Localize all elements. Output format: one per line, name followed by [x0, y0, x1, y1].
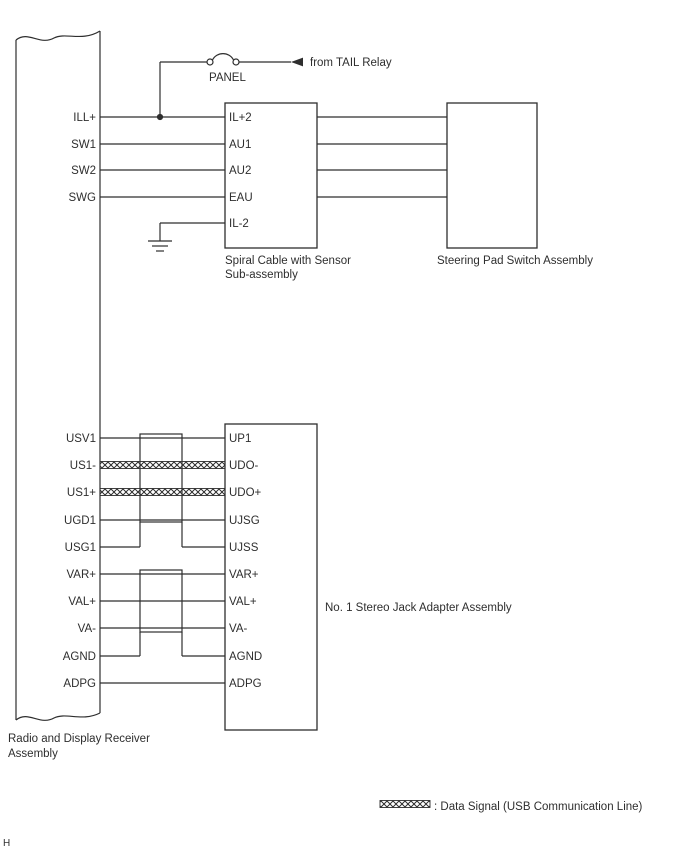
steering-pad-box [446, 102, 538, 249]
rail-pin-label-ill: ILL+ [73, 112, 96, 124]
usb-data-wire-us1m-udom [99, 461, 226, 469]
stereo-jack-assembly: UP1 UDO- UDO+ UJSG UJSS VAR+ VAL+ VA- AG… [224, 423, 512, 731]
jack-pin-udop: UDO+ [229, 487, 262, 499]
spiral-pin-il2: IL+2 [229, 112, 252, 124]
shield-icon [139, 569, 183, 633]
data-signal-swatch-icon [379, 800, 431, 808]
steering-pad-assembly: Steering Pad Switch Assembly [437, 102, 593, 267]
fuse-label: PANEL [209, 72, 246, 84]
rail-pin-label-usv1: USV1 [66, 433, 96, 445]
spiral-pin-il-2: IL-2 [229, 218, 249, 230]
jack-pin-varp: VAR+ [229, 569, 259, 581]
rail-top-pin-labels: ILL+ SW1 SW2 SWG [69, 112, 97, 204]
radio-receiver-rail: Radio and Display Receiver Assembly [8, 30, 150, 760]
rail-pin-label-ugd1: UGD1 [64, 515, 96, 527]
page-marker: H [3, 838, 10, 849]
data-signal-label: : Data Signal (USB Communication Line) [434, 801, 643, 813]
jack-pin-up1: UP1 [229, 433, 251, 445]
jack-pin-valp: VAL+ [229, 596, 257, 608]
rail-top-break-line [15, 30, 101, 41]
jack-pin-agnd: AGND [229, 651, 262, 663]
ground-connection [148, 222, 225, 252]
rail-pin-label-adpg: ADPG [63, 678, 96, 690]
stereo-jack-box [224, 423, 318, 731]
spiral-cable-caption-line2: Sub-assembly [225, 269, 298, 281]
power-source-label: from TAIL Relay [310, 57, 392, 69]
rail-pin-label-us1m: US1- [70, 460, 96, 472]
fuse-icon [232, 58, 240, 66]
spiral-cable-box [224, 102, 318, 249]
spiral-pin-au1: AU1 [229, 139, 251, 151]
rail-bottom-break-line [15, 712, 101, 721]
spiral-cable-caption-line1: Spiral Cable with Sensor [225, 255, 351, 267]
shield-icon [139, 433, 183, 523]
bottom-section-wires [99, 433, 226, 684]
jack-pin-adpg: ADPG [229, 678, 262, 690]
rail-bottom-pin-labels: USV1 US1- US1+ UGD1 USG1 VAR+ VAL+ VA- A… [63, 433, 97, 690]
rail-pin-label-agnd: AGND [63, 651, 96, 663]
power-feed: PANEL from TAIL Relay [156, 53, 392, 121]
rail-pin-label-sw1: SW1 [71, 139, 96, 151]
arrow-left-icon [291, 57, 303, 67]
rail-pin-label-valp: VAL+ [68, 596, 96, 608]
jack-pin-ujss: UJSS [229, 542, 259, 554]
jack-pin-udom: UDO- [229, 460, 259, 472]
rail-caption-line2: Assembly [8, 748, 58, 760]
rail-caption-line1: Radio and Display Receiver [8, 733, 150, 745]
spiral-pin-eau: EAU [229, 192, 253, 204]
rail-pin-label-usg1: USG1 [65, 542, 96, 554]
rail-pin-label-vam: VA- [78, 623, 96, 635]
spiral-to-steering-wires [317, 116, 447, 198]
jack-pin-vam: VA- [229, 623, 247, 635]
spiral-pin-au2: AU2 [229, 165, 251, 177]
jack-pin-ujsg: UJSG [229, 515, 260, 527]
fuse-icon [206, 58, 214, 66]
legend: : Data Signal (USB Communication Line) [379, 800, 643, 813]
stereo-jack-caption: No. 1 Stereo Jack Adapter Assembly [325, 602, 512, 614]
fuse-arc-icon [211, 53, 235, 61]
spiral-cable-assembly: IL+2 AU1 AU2 EAU IL-2 Spiral Cable with … [224, 102, 351, 281]
rail-pin-label-us1p: US1+ [67, 487, 96, 499]
rail-pin-label-swg: SWG [69, 192, 97, 204]
rail-pin-label-sw2: SW2 [71, 165, 96, 177]
usb-data-wire-us1p-udop [99, 488, 226, 496]
rail-pin-label-varp: VAR+ [66, 569, 96, 581]
top-section-wires [100, 116, 225, 198]
steering-pad-caption: Steering Pad Switch Assembly [437, 255, 593, 267]
